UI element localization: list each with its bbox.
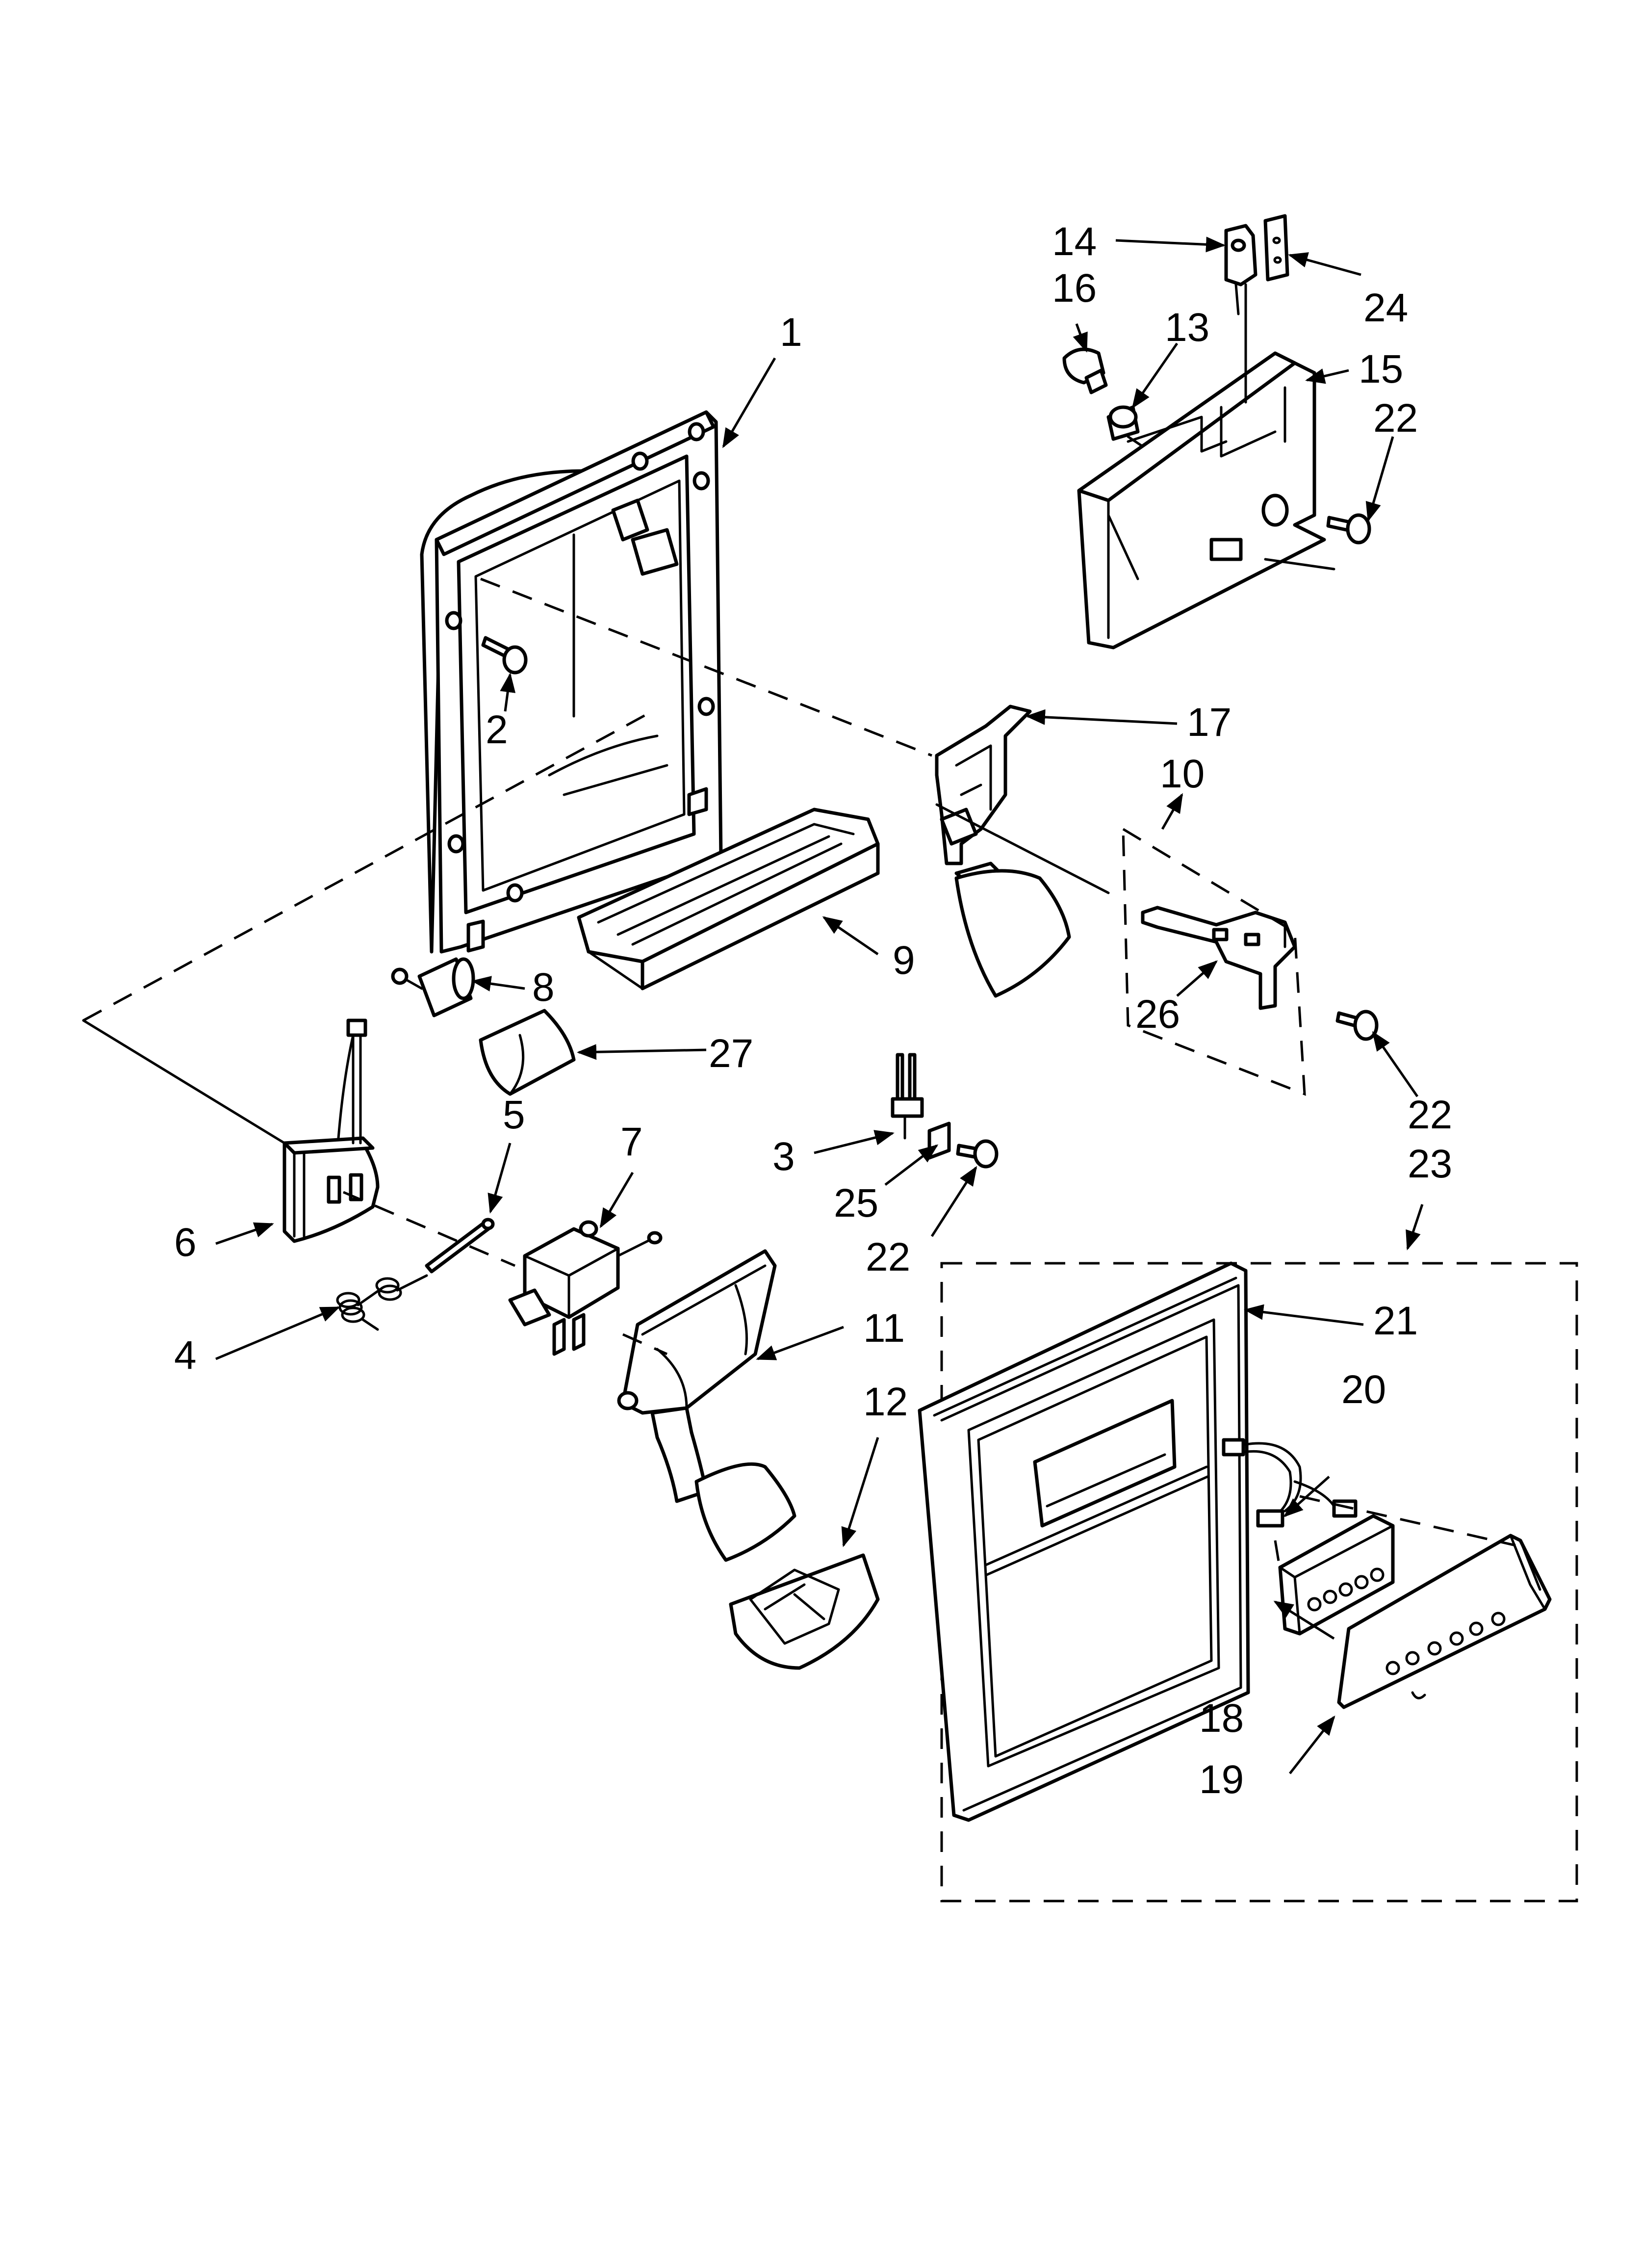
part-2-screw <box>481 636 528 675</box>
part-11-ice-paddle <box>617 1249 796 1562</box>
callout-16: 16 <box>1052 266 1097 311</box>
callout-25: 25 <box>834 1181 878 1225</box>
callout-21: 21 <box>1373 1299 1418 1343</box>
callout-4: 4 <box>174 1333 197 1378</box>
callout-8: 8 <box>532 965 555 1010</box>
part-22-screw-top <box>1326 513 1371 545</box>
part-9-drip-tray <box>577 808 880 991</box>
callout-19: 19 <box>1199 1757 1244 1802</box>
part-22-screw-middle <box>956 1139 999 1169</box>
leader-arrows <box>215 236 1424 1774</box>
callout-1: 1 <box>780 310 802 355</box>
callout-17: 17 <box>1187 700 1232 745</box>
callout-23: 23 <box>1408 1142 1452 1186</box>
callout-13: 13 <box>1165 305 1209 350</box>
callout-10: 10 <box>1160 752 1205 796</box>
part-24-plate <box>1263 214 1289 282</box>
callout-20: 20 <box>1341 1367 1386 1412</box>
part-14-switch <box>1224 224 1257 404</box>
part-19-control-overlay <box>1337 1534 1552 1709</box>
callout-9: 9 <box>893 938 915 983</box>
part-21-front-panel <box>918 1261 1250 1822</box>
callout-15: 15 <box>1359 347 1403 391</box>
callout-27: 27 <box>709 1031 753 1076</box>
part-22-screw-right <box>1335 1010 1379 1041</box>
part-13-socket <box>1106 405 1144 448</box>
part-18-control-board <box>1278 1514 1395 1636</box>
overlay-buttons <box>1385 1612 1506 1675</box>
callout-22-middle: 22 <box>866 1235 910 1279</box>
callout-18: 18 <box>1199 1696 1244 1741</box>
part-17-water-paddle <box>935 704 1071 998</box>
part-25-plate <box>927 1121 951 1160</box>
part-27-cover <box>479 1009 576 1096</box>
callout-labels: 1 2 3 4 5 6 7 8 9 10 11 12 13 14 15 16 1… <box>174 219 1452 1802</box>
part-12-ice-chute <box>729 1553 880 1670</box>
board-buttons <box>1307 1567 1385 1612</box>
alignment-lines <box>82 558 1516 1570</box>
part-23-front-assembly <box>918 1261 1578 1903</box>
part-1-housing <box>420 410 723 954</box>
part-10-assembly-box <box>1122 827 1306 1096</box>
housing-holes <box>445 422 715 903</box>
callout-5: 5 <box>503 1093 525 1137</box>
callout-7: 7 <box>620 1120 643 1164</box>
callout-22-top: 22 <box>1373 396 1418 441</box>
callout-24: 24 <box>1363 286 1408 330</box>
part-4-spring <box>336 1274 428 1331</box>
part-15-light-housing <box>1077 351 1326 650</box>
callout-6: 6 <box>174 1220 197 1265</box>
callout-22-right: 22 <box>1408 1093 1452 1137</box>
callout-11: 11 <box>863 1306 905 1351</box>
part-5-rod <box>425 1218 495 1274</box>
callout-3: 3 <box>772 1134 795 1179</box>
callout-2: 2 <box>486 707 508 752</box>
part-8-motor <box>391 957 475 1017</box>
callout-14: 14 <box>1052 219 1097 264</box>
part-3-clip <box>891 1053 924 1140</box>
callout-12: 12 <box>863 1380 908 1424</box>
part-7-actuator <box>508 1220 663 1356</box>
part-16-bulb <box>1062 347 1108 394</box>
callout-26: 26 <box>1135 992 1180 1037</box>
part-6-switch <box>282 1018 380 1243</box>
